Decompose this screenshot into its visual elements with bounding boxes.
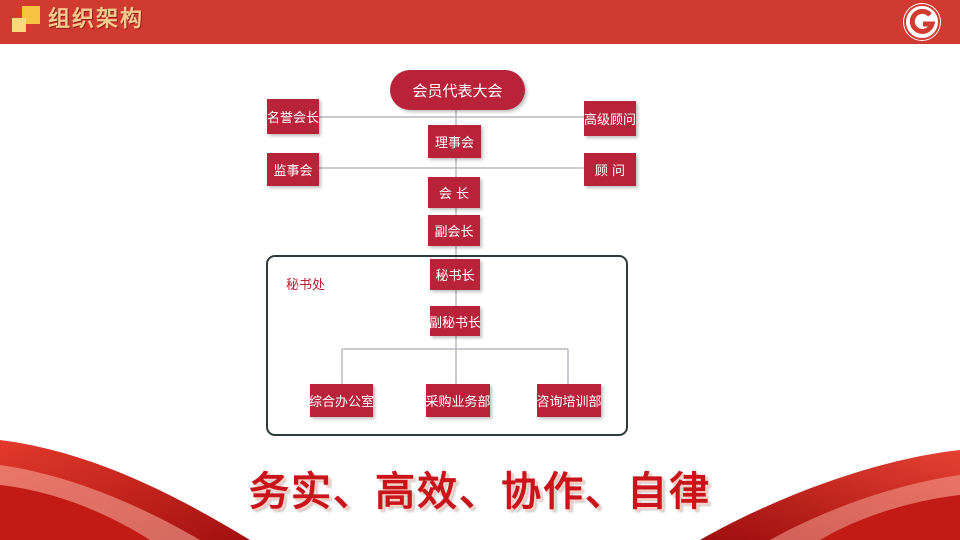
node-secretary-general: 秘书长 [430, 259, 480, 290]
node-vice-president: 副会长 [428, 215, 480, 246]
secretariat-frame [266, 255, 628, 436]
node-member-assembly: 会员代表大会 [390, 70, 525, 110]
node-council: 理事会 [428, 125, 481, 158]
slogan-text: 务实、高效、协作、自律 [249, 469, 711, 515]
header-bar [0, 0, 960, 44]
node-consulting-training-dept: 咨询培训部 [537, 384, 602, 417]
node-procurement-dept: 采购业务部 [426, 384, 491, 417]
g-emblem-icon [903, 3, 941, 41]
node-senior-advisor: 高级顾问 [584, 101, 636, 136]
node-advisor: 顾 问 [584, 153, 636, 186]
node-president: 会 长 [428, 177, 480, 208]
node-general-office: 综合办公室 [309, 384, 374, 417]
yellow-blocks-icon [12, 6, 40, 32]
node-deputy-secretary-general: 副秘书长 [429, 306, 481, 336]
red-ribbon-decoration [0, 440, 960, 540]
node-supervisory-board: 监事会 [267, 153, 319, 186]
page-title: 组织架构 [48, 7, 145, 32]
node-honorary-president: 名誉会长 [267, 99, 319, 134]
secretariat-label: 秘书处 [286, 278, 326, 293]
